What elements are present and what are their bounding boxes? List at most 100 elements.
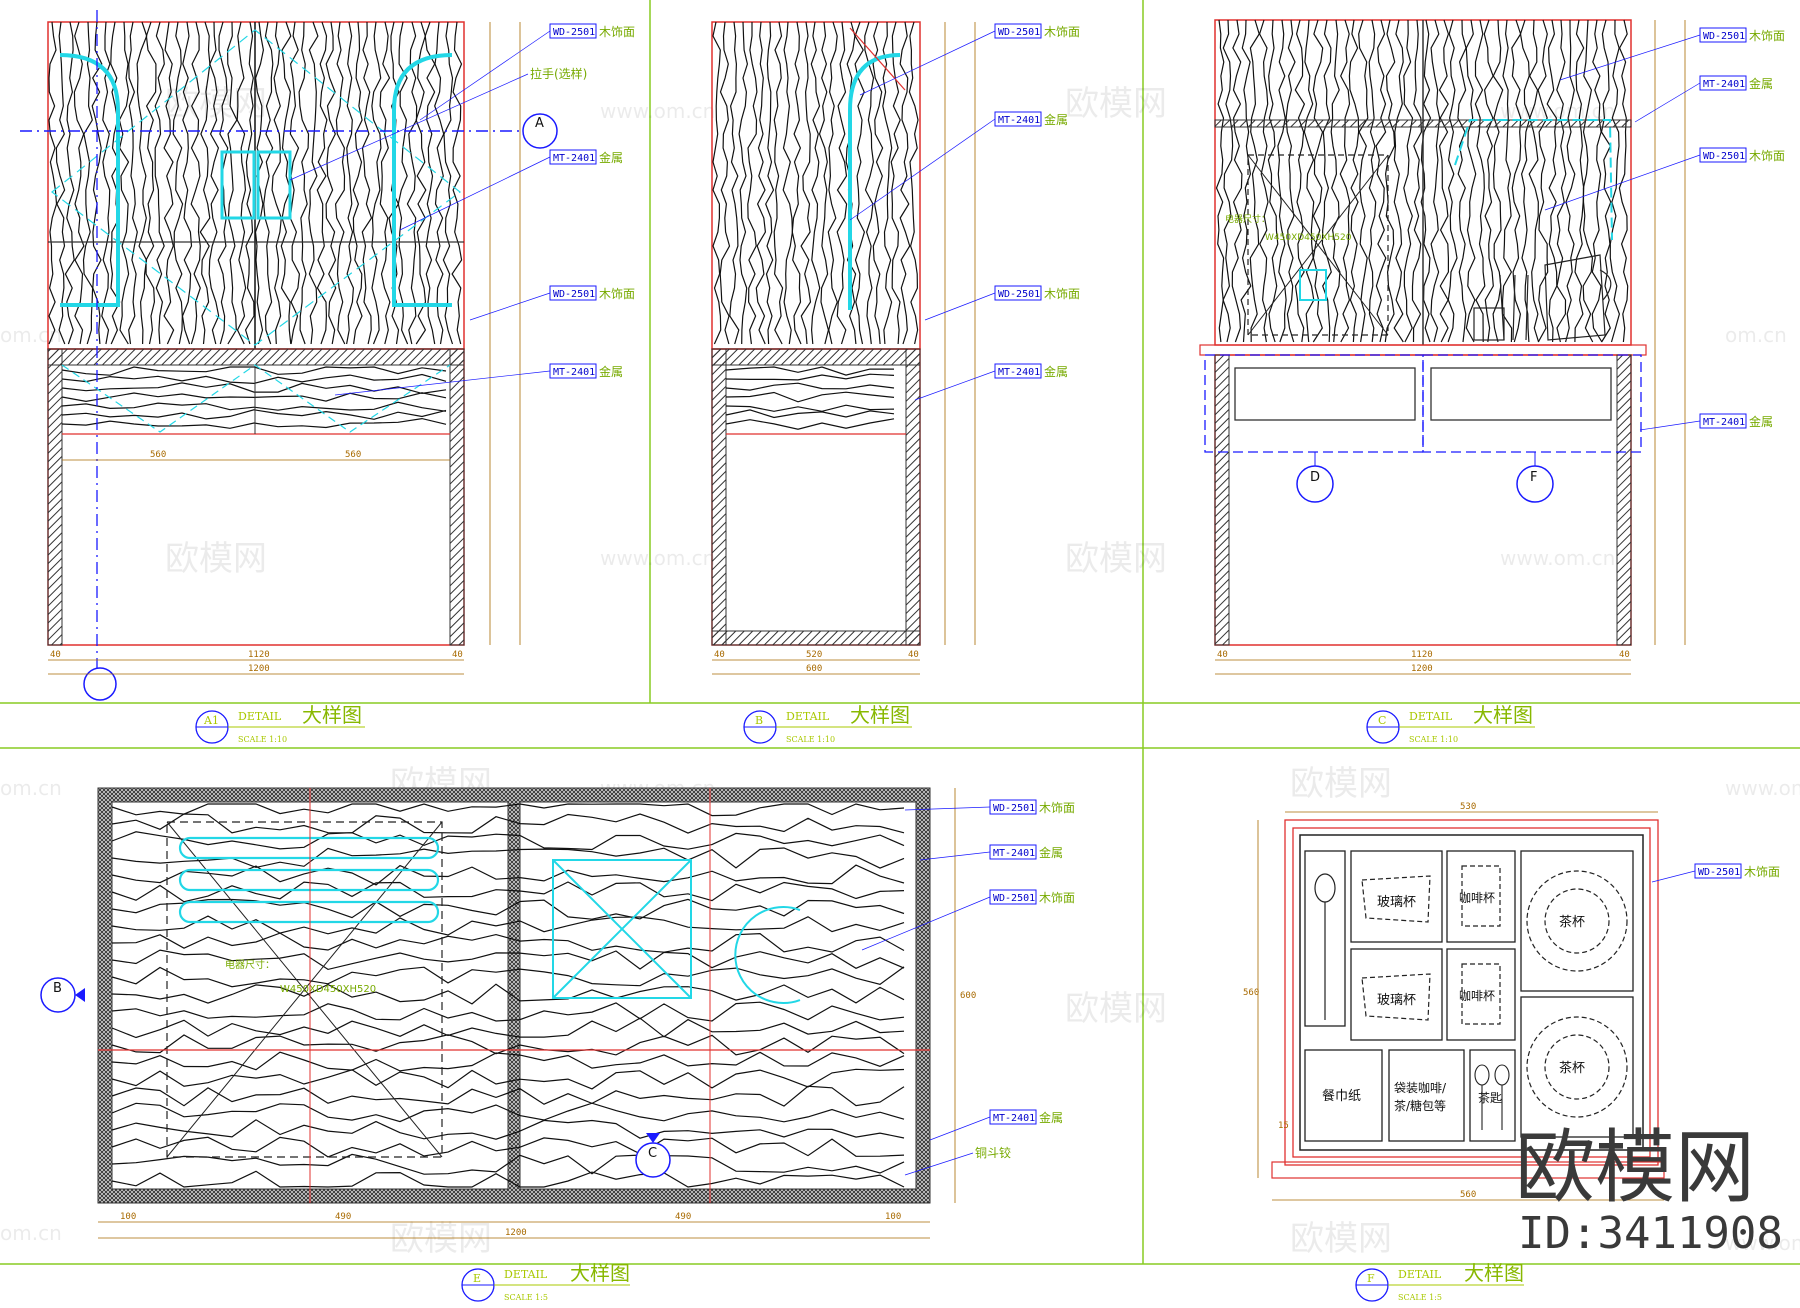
door-glass-frame — [848, 53, 901, 310]
watermark-url: www.om.cn — [1500, 546, 1615, 570]
wood-grain-line — [1384, 19, 1396, 343]
wood-grain-line — [181, 21, 193, 345]
base-top-board — [47, 348, 465, 366]
appliance-size: W450XD450XH520 — [280, 984, 376, 995]
counter-top — [1199, 344, 1647, 356]
wood-grain-line — [864, 21, 875, 345]
wood-grain-line — [899, 21, 911, 345]
wood-grain-line — [136, 21, 148, 345]
wood-grain-line — [371, 21, 382, 345]
tray-label-glass-cup: 玻璃杯 — [1377, 895, 1416, 910]
watermark-brand: 欧模网 — [1290, 764, 1392, 804]
material-code: WD-2501 — [1703, 151, 1745, 162]
door-glass-frame-right — [392, 53, 453, 307]
wood-grain-line — [111, 983, 905, 1005]
drawer-wood-grain — [61, 366, 447, 429]
wood-grain-line — [1591, 19, 1603, 343]
wood-grain-line — [111, 831, 905, 851]
wood-grain-line — [61, 392, 447, 403]
material-code: WD-2501 — [993, 803, 1035, 814]
tray-label-napkin: 餐巾纸 — [1322, 1088, 1361, 1104]
wood-grain-line — [61, 409, 447, 420]
wood-grain-line — [1222, 19, 1234, 343]
panel-5-tray-layout: 玻璃杯 玻璃杯 咖啡杯 咖啡杯 茶杯 茶杯 餐巾纸 袋装咖啡/ 茶/糖包等 茶匙… — [1243, 802, 1780, 1302]
glassware-icons — [1473, 254, 1612, 341]
wood-grain-line — [308, 21, 319, 345]
wood-grain-line — [1511, 19, 1522, 343]
wood-grain-line — [1358, 19, 1369, 343]
wood-grain-line — [109, 21, 121, 345]
base-side-right — [449, 348, 465, 646]
watermark-url: www.om.cn — [600, 99, 715, 123]
title-scale: SCALE 1:10 — [238, 735, 287, 744]
material-name: 木饰面 — [1749, 29, 1785, 43]
panel-2-title: B DETAIL 大样图 SCALE 1:10 — [743, 703, 912, 744]
wood-grain-line — [406, 21, 418, 345]
wood-grain-line — [346, 21, 355, 345]
wood-grain-line — [154, 21, 165, 345]
tray-outer — [1284, 819, 1659, 1166]
wood-grain-line — [280, 21, 292, 345]
wood-grain-line — [791, 21, 802, 345]
wood-grain-line — [1285, 19, 1296, 343]
wood-grain-line — [1474, 19, 1486, 343]
wood-grain-line — [226, 21, 238, 345]
wood-grain-line — [73, 21, 85, 345]
wood-grain-line — [882, 21, 893, 345]
handle-note: 拉手(选样) — [530, 66, 587, 81]
section-marker-b-label: B — [53, 981, 62, 996]
brand-logo-text: 欧模网 — [1515, 1121, 1755, 1214]
dim-side-right: 40 — [908, 650, 919, 660]
spoon-icon — [1314, 873, 1336, 1020]
drawer-front-right — [1430, 367, 1612, 421]
compartment-napkin — [1304, 1049, 1383, 1142]
wood-grain-line — [818, 21, 830, 345]
wood-grain-line — [111, 1051, 905, 1072]
wood-grain-line — [111, 898, 905, 920]
wood-grain-line — [111, 932, 905, 953]
heating-coil-icon — [178, 836, 440, 924]
dim-tray-edge: 15 — [1278, 1121, 1289, 1131]
base-side-left — [711, 348, 727, 646]
wood-grain-line — [1609, 19, 1621, 343]
panel-4-plan-view: 电器尺寸： W450XD450XH520 B C 100 490 490 100… — [40, 787, 1075, 1302]
wood-grain-line — [1528, 19, 1540, 343]
dim-outer-width: 1200 — [1411, 664, 1433, 674]
wood-grain-line — [111, 1034, 905, 1056]
wood-grain-line — [61, 366, 447, 376]
wood-grain-line — [725, 391, 895, 403]
door-swing — [849, 27, 906, 91]
hinge-note: 铜斗铰 — [975, 1145, 1011, 1160]
wood-grain-line — [208, 21, 220, 345]
tray-label-bagged-2: 茶/糖包等 — [1394, 1098, 1446, 1113]
title-cn: 大样图 — [302, 703, 362, 727]
watermark-url: om.cn — [0, 776, 62, 800]
material-name: 木饰面 — [1039, 801, 1075, 815]
wood-grain-line — [1582, 19, 1594, 343]
wood-grain-line — [111, 966, 905, 988]
dim-inner-width: 1120 — [248, 650, 270, 660]
watermark-url: www.om.cn — [1725, 1231, 1800, 1255]
title-code: E — [473, 1272, 481, 1285]
wood-grain-line — [82, 21, 94, 345]
watermark-brand: 欧模网 — [390, 1219, 492, 1259]
appliance-cross — [166, 821, 443, 1158]
dim-plan-right: 100 — [885, 1212, 901, 1222]
material-code: WD-2501 — [1698, 867, 1740, 878]
base-cabinet-outline — [47, 348, 465, 646]
wood-grain-line — [111, 1119, 905, 1140]
wood-grain-line — [48, 21, 58, 345]
drawer-pull-lines — [61, 364, 451, 433]
tray-front-edge — [1271, 1161, 1665, 1179]
wood-grain-line — [1330, 19, 1341, 343]
tray-label-tea-cup: 茶杯 — [1559, 1060, 1585, 1076]
title-en: DETAIL — [238, 710, 282, 723]
dim-inner-width: 1120 — [1411, 650, 1433, 660]
wood-grain-line — [111, 813, 905, 834]
title-en: DETAIL — [1409, 710, 1453, 723]
wood-grain-line — [827, 21, 838, 345]
panel-2-side-elevation: 520 600 40 40 WD-2501 木饰面 MT-2401 金属 WD-… — [711, 21, 1080, 744]
watermark-url: www.om.cn — [600, 546, 715, 570]
wood-grain-line — [729, 21, 740, 345]
wood-grain-line — [1348, 19, 1360, 343]
